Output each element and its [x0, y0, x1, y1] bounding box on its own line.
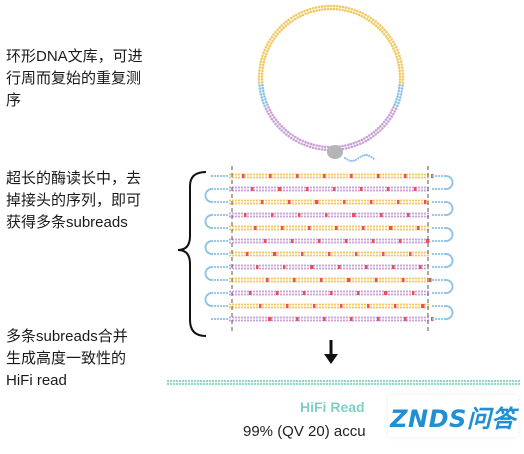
hifi-read-label: HiFi Read: [300, 399, 365, 415]
znds-watermark-logo: ZNDS问答: [388, 395, 518, 437]
watermark-text: ZNDS问答: [390, 404, 516, 433]
hifi-accuracy-text: 99% (QV 20) accu: [243, 423, 366, 440]
down-arrow-icon: [324, 340, 338, 364]
circular-library-caption: 环形DNA文库，可进 行周而复始的重复测 序: [6, 48, 143, 109]
subreads-zigzag: [204, 173, 454, 322]
polymerase-icon: [327, 145, 375, 163]
hifi-consensus-read: [166, 379, 521, 386]
circular-dna-library: [257, 4, 405, 152]
long-read-caption: 超长的酶读长中，去 掉接头的序列，即可 获得多条subreads: [6, 170, 142, 231]
consensus-caption: 多条subreads合并 生成高度一致性的 HiFi read: [6, 328, 128, 389]
left-curly-brace: [177, 171, 207, 337]
